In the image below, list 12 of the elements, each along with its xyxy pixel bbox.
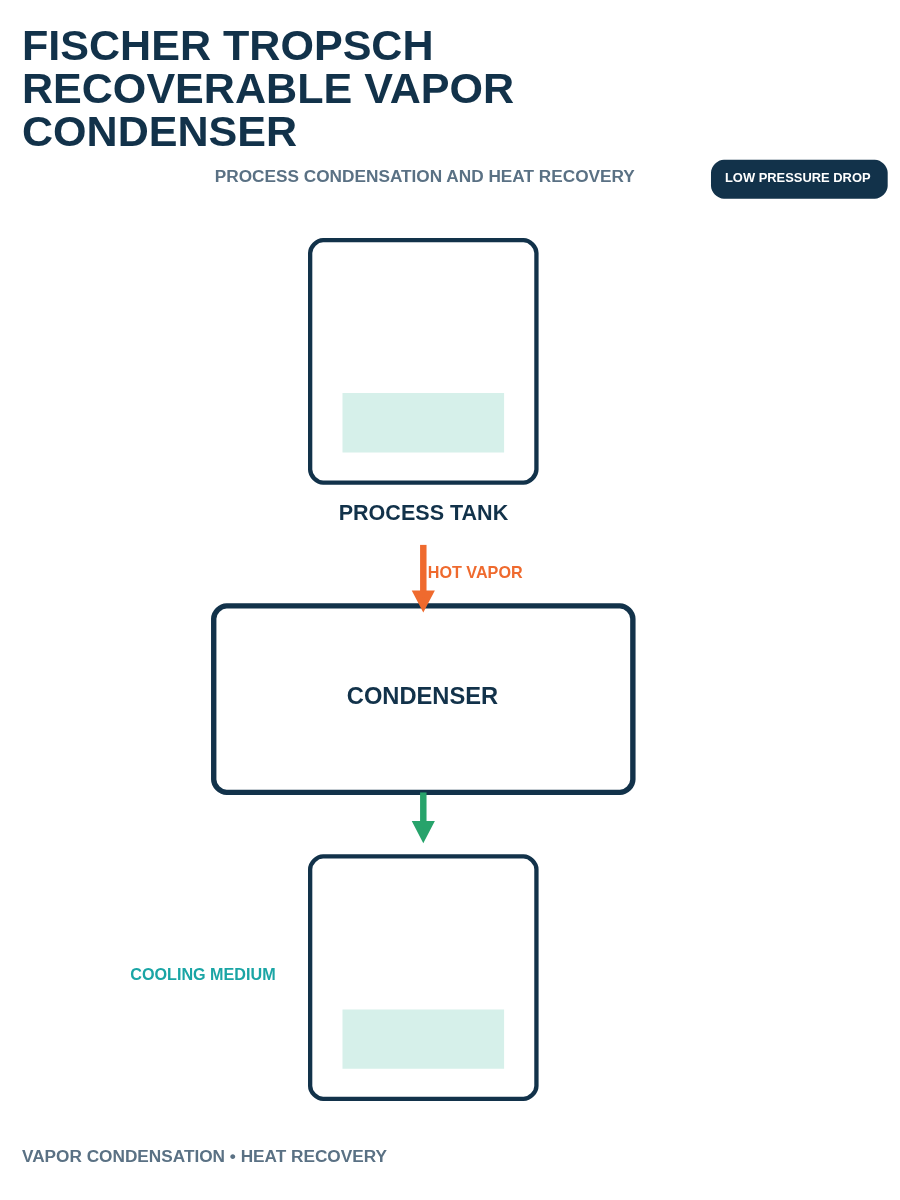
label: COOLING MEDIUM: [129, 964, 276, 983]
edge-label: HOT VAPOR: [427, 562, 523, 581]
node-label: PROCESS TANK: [338, 501, 508, 526]
node-box: [307, 237, 539, 485]
node-box: [307, 854, 539, 1102]
arrow: [411, 792, 435, 844]
node-box: CONDENSER: [210, 603, 636, 796]
diagram-title: FISCHER TROPSCH RECOVERABLE VAPOR CONDENSER: [21, 20, 514, 155]
arrow: [411, 544, 435, 613]
caption: VAPOR CONDENSATION • HEAT RECOVERY: [21, 1145, 387, 1166]
node-box: LOW PRESSURE DROP: [710, 159, 888, 199]
label: PROCESS CONDENSATION AND HEAT RECOVERY: [214, 166, 635, 187]
